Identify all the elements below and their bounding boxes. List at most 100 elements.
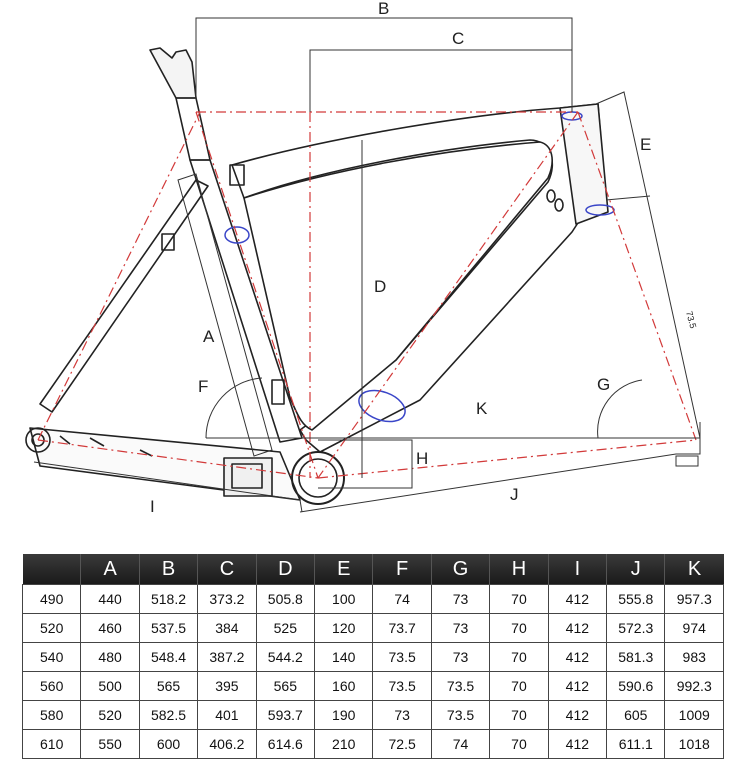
table-cell: 605: [606, 700, 666, 730]
dim-label-f: F: [198, 377, 208, 396]
table-cell: 412: [547, 729, 608, 759]
table-cell: 190: [314, 700, 374, 730]
table-cell: 544.2: [255, 642, 316, 672]
table-cell: 572.3: [606, 613, 666, 643]
table-cell: 73: [430, 642, 491, 672]
frame-size-cell: 580: [21, 700, 82, 730]
dim-label-i: I: [150, 497, 155, 516]
table-cell: 460: [80, 613, 140, 643]
frame-size-cell: 610: [21, 729, 82, 759]
table-cell: 395: [197, 671, 257, 701]
table-cell: 593.7: [255, 700, 316, 730]
table-cell: 1018: [664, 729, 724, 759]
table-header-row: A B C D E F G H I J K: [22, 554, 724, 585]
table-cell: 555.8: [606, 584, 666, 614]
table-header-cell: J: [606, 554, 665, 585]
dim-label-k: K: [476, 399, 488, 418]
table-cell: 412: [547, 584, 608, 614]
table-cell: 100: [314, 584, 374, 614]
table-cell: 73: [372, 700, 432, 730]
table-cell: 72.5: [372, 729, 432, 759]
table-cell: 70: [489, 642, 549, 672]
table-cell: 70: [489, 584, 549, 614]
table-cell: 480: [80, 642, 140, 672]
table-header-cell: E: [314, 554, 373, 585]
table-cell: 505.8: [255, 584, 316, 614]
table-cell: 73: [430, 584, 491, 614]
table-cell: 412: [547, 671, 608, 701]
table-cell: 412: [547, 700, 608, 730]
table-cell: 520: [80, 700, 140, 730]
table-cell: 384: [197, 613, 257, 643]
table-cell: 983: [664, 642, 724, 672]
table-header-cell: G: [430, 554, 490, 585]
frame-geometry-diagram: B C D E A F G K H I J 73.5: [25, 0, 701, 516]
table-header-cell: A: [80, 554, 140, 585]
dim-label-a: A: [203, 327, 215, 346]
table-cell: 590.6: [606, 671, 666, 701]
table-cell: 73: [430, 613, 491, 643]
table-cell: 611.1: [606, 729, 666, 759]
table-cell: 550: [80, 729, 140, 759]
table-cell: 70: [489, 700, 549, 730]
table-cell: 957.3: [664, 584, 724, 614]
table-cell: 412: [547, 613, 608, 643]
frame-size-cell: 540: [21, 642, 82, 672]
dim-label-j: J: [510, 485, 519, 504]
table-cell: 73.5: [430, 700, 491, 730]
frame-size-cell: 560: [21, 671, 82, 701]
table-header-cell: [22, 554, 81, 585]
table-cell: 440: [80, 584, 140, 614]
seat-angle-marker: 73.5: [684, 310, 698, 330]
table-cell: 614.6: [255, 729, 316, 759]
table-cell: 565: [138, 671, 199, 701]
table-cell: 74: [372, 584, 432, 614]
frame-size-cell: 490: [21, 584, 82, 614]
frame-size-cell: 520: [21, 613, 82, 643]
table-cell: 581.3: [606, 642, 666, 672]
table-cell: 500: [80, 671, 140, 701]
table-cell: 401: [197, 700, 257, 730]
dim-label-g: G: [597, 375, 610, 394]
table-cell: 992.3: [664, 671, 724, 701]
dimension-lines: [33, 17, 701, 513]
table-cell: 518.2: [138, 584, 199, 614]
table-cell: 73.7: [372, 613, 432, 643]
table-header-cell: K: [664, 554, 724, 585]
table-cell: 373.2: [197, 584, 257, 614]
dim-label-d: D: [374, 277, 386, 296]
dim-label-b: B: [378, 0, 389, 18]
table-cell: 406.2: [197, 729, 257, 759]
table-cell: 160: [314, 671, 374, 701]
table-cell: 70: [489, 729, 549, 759]
table-cell: 1009: [664, 700, 724, 730]
dim-label-h: H: [416, 449, 428, 468]
bike-frame-drawing: [25, 47, 609, 505]
dimension-letter-labels: B C D E A F G K H I J 73.5: [150, 0, 698, 516]
dim-label-c: C: [452, 29, 464, 48]
table-cell: 73.5: [430, 671, 491, 701]
table-cell: 70: [489, 613, 549, 643]
table-cell: 70: [489, 671, 549, 701]
table-cell: 210: [314, 729, 374, 759]
table-header-cell: H: [489, 554, 549, 585]
table-header-cell: B: [138, 554, 198, 585]
table-cell: 140: [314, 642, 374, 672]
table-cell: 548.4: [138, 642, 199, 672]
table-header-cell: D: [255, 554, 315, 585]
table-cell: 582.5: [138, 700, 199, 730]
table-cell: 74: [430, 729, 491, 759]
table-header-cell: F: [372, 554, 432, 585]
table-cell: 73.5: [372, 671, 432, 701]
table-cell: 120: [314, 613, 374, 643]
table-cell: 73.5: [372, 642, 432, 672]
dim-label-e: E: [640, 135, 651, 154]
table-header-cell: I: [547, 554, 607, 585]
table-cell: 974: [664, 613, 724, 643]
